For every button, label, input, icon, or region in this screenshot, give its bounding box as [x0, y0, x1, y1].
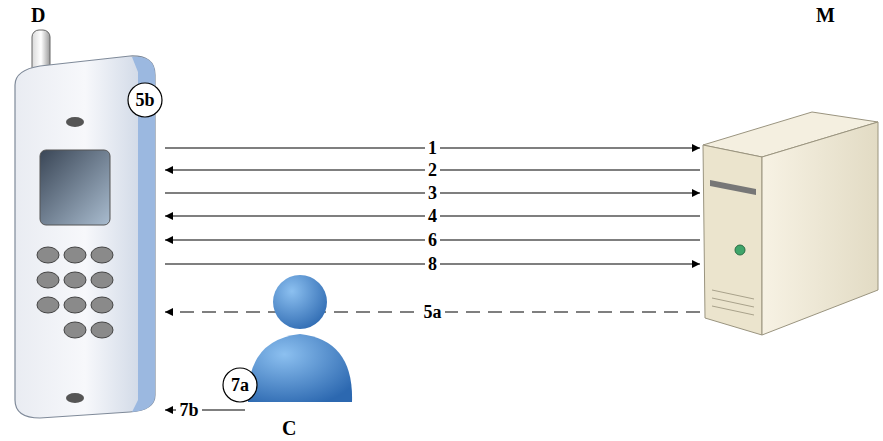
server-node: M — [700, 0, 880, 335]
node-letter: M — [816, 5, 835, 25]
step-number: 3 — [425, 184, 440, 202]
person-node: C — [245, 272, 355, 440]
callout-circle — [128, 83, 162, 117]
step-number: 4 — [425, 207, 440, 225]
person-illustration — [248, 275, 352, 402]
server-illustration — [703, 112, 878, 335]
step-number: 6 — [425, 231, 440, 249]
callout-number: 5b — [135, 91, 154, 109]
step-number: 1 — [425, 139, 440, 157]
step-number: 2 — [425, 161, 440, 179]
node-letter: D — [31, 5, 45, 25]
device-node: D — [5, 0, 165, 422]
step-number: 8 — [425, 255, 440, 273]
callout-number: 7a — [231, 376, 249, 394]
callout-circle — [223, 368, 257, 402]
step-number: 7b — [176, 401, 201, 419]
step-number: 5a — [421, 303, 445, 321]
node-letter: C — [282, 418, 296, 438]
